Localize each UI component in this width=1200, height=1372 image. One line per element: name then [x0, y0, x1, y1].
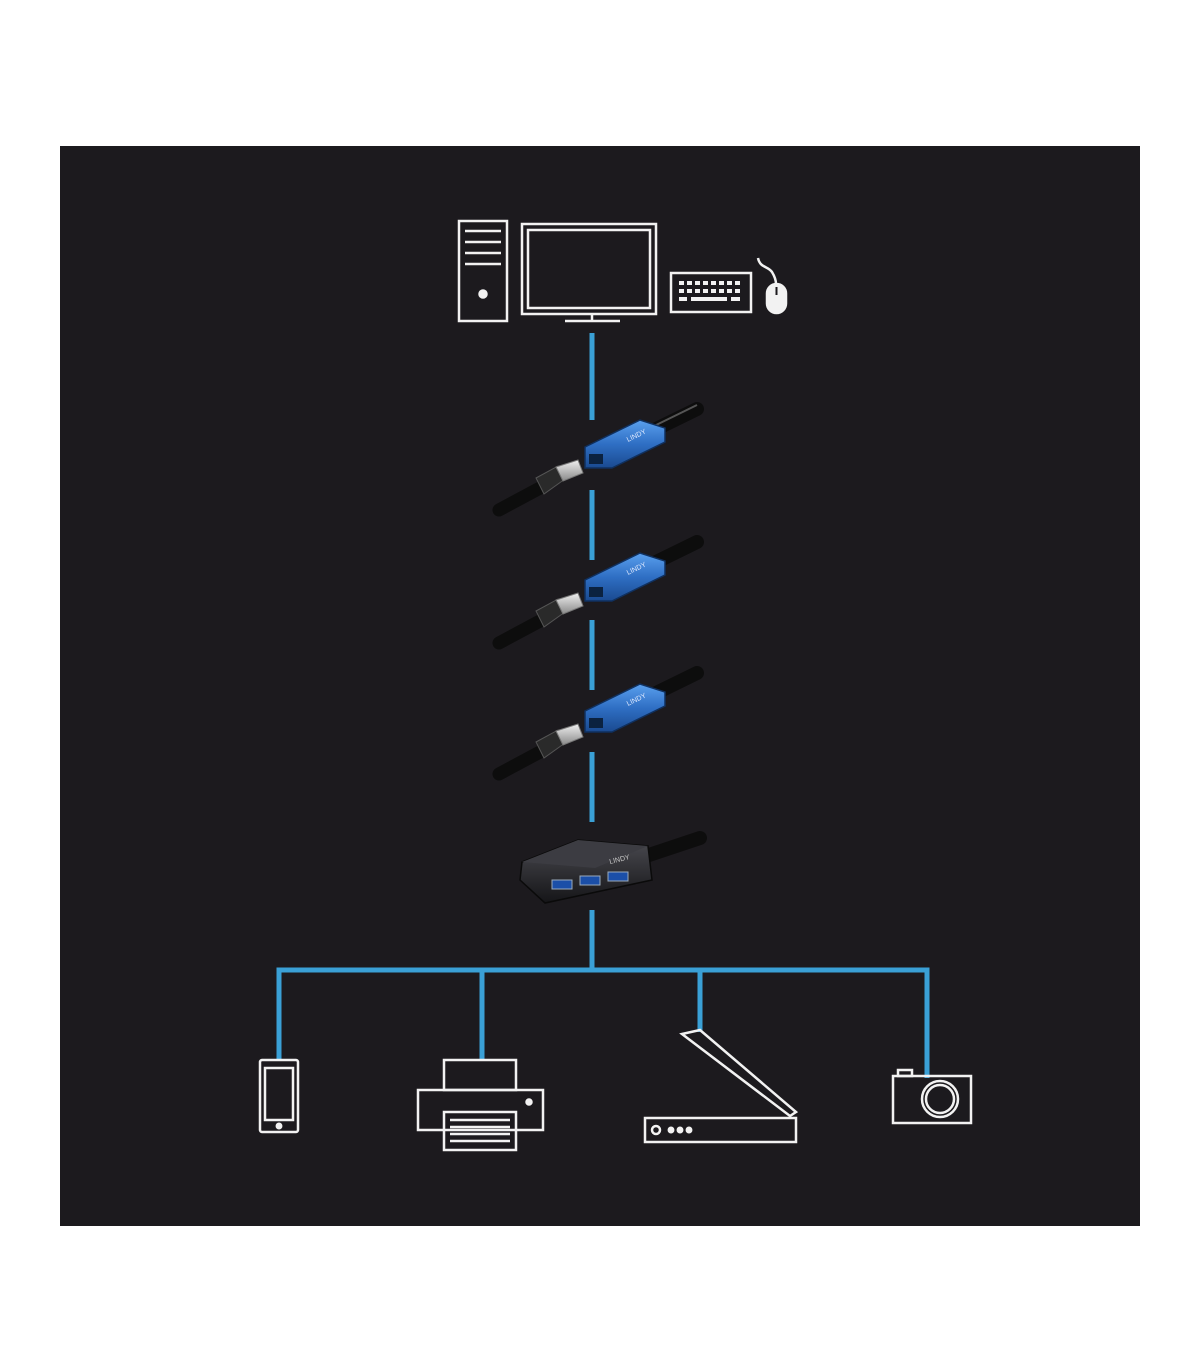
- usb-plug-metal: [555, 592, 584, 615]
- extension-connector-blue: [584, 419, 666, 469]
- monitor-icon: [520, 222, 658, 323]
- flatbed-scanner-icon: [643, 1028, 799, 1144]
- usb-plug-metal: [555, 723, 584, 746]
- hub-brand-label: LINDY: [609, 854, 631, 866]
- usb-hub-icon: LINDY: [519, 831, 707, 904]
- extension-connector-blue: [584, 552, 666, 602]
- printer-icon: [416, 1058, 545, 1152]
- connection-lines: [276, 333, 930, 1078]
- hub-port-1: [551, 879, 573, 890]
- hub-port-2: [579, 875, 601, 886]
- extension-cable-2: LINDY: [492, 535, 704, 650]
- mouse-icon: [756, 257, 788, 315]
- extension-cable-3: LINDY: [492, 666, 704, 781]
- smartphone-icon: [258, 1058, 300, 1134]
- extension-cable-1: LINDY: [492, 402, 704, 517]
- diagram-panel: [60, 146, 1140, 1226]
- peripheral-branch-line: [276, 967, 930, 1078]
- keyboard-icon: [669, 271, 753, 314]
- hub-port-3: [607, 871, 629, 882]
- computer-tower-icon: [457, 219, 509, 323]
- camera-icon: [891, 1068, 973, 1125]
- usb-plug-metal: [555, 459, 584, 482]
- extension-connector-blue: [584, 683, 666, 733]
